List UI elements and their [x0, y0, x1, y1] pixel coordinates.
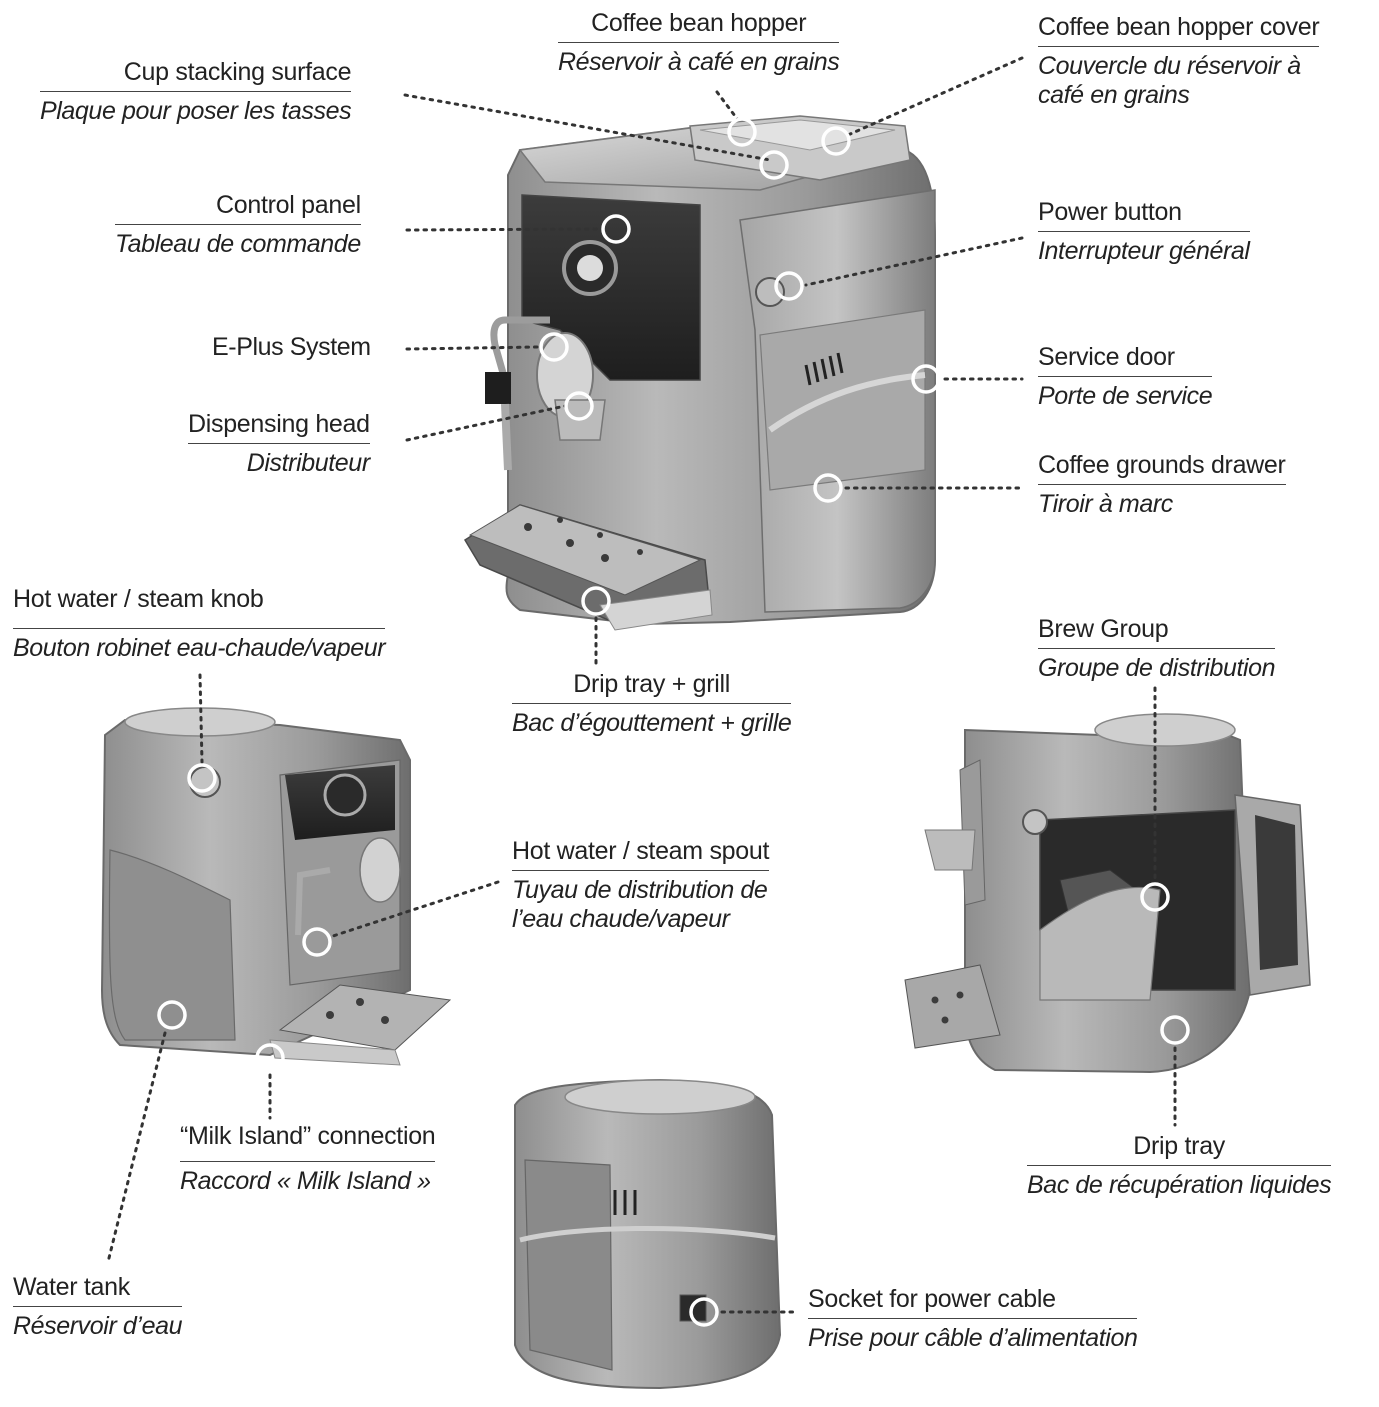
label-power-button-fr: Interrupteur général — [1038, 237, 1250, 266]
label-grounds-drawer-fr: Tiroir à marc — [1038, 490, 1286, 519]
label-power-socket-en: Socket for power cable — [808, 1285, 1137, 1319]
label-drip-tray: Drip tray Bac de récupération liquides — [1027, 1132, 1331, 1200]
label-cup-stacking-en: Cup stacking surface — [40, 58, 351, 92]
label-control-panel-en: Control panel — [115, 191, 361, 225]
label-service-door: Service door Porte de service — [1038, 343, 1212, 411]
label-service-door-en: Service door — [1038, 343, 1212, 377]
main-machine — [465, 116, 935, 630]
label-hopper-fr: Réservoir à café en grains — [558, 48, 839, 77]
label-hopper-cover-en: Coffee bean hopper cover — [1038, 13, 1319, 47]
label-hot-water-knob-en: Hot water / steam knob — [13, 585, 385, 629]
label-dispensing-head-fr: Distributeur — [188, 449, 370, 478]
label-cup-stacking-fr: Plaque pour poser les tasses — [40, 97, 351, 126]
label-eplus: E-Plus System — [212, 333, 371, 362]
label-steam-spout: Hot water / steam spout Tuyau de distrib… — [512, 837, 769, 933]
back-machine — [515, 1080, 780, 1388]
left-machine — [102, 708, 450, 1065]
label-eplus-en: E-Plus System — [212, 333, 371, 362]
label-brew-group: Brew Group Groupe de distribution — [1038, 615, 1275, 683]
label-water-tank-en: Water tank — [13, 1273, 182, 1307]
label-dispensing-head: Dispensing head Distributeur — [188, 410, 370, 478]
label-control-panel: Control panel Tableau de commande — [115, 191, 361, 259]
label-grounds-drawer-en: Coffee grounds drawer — [1038, 451, 1286, 485]
label-power-socket: Socket for power cable Prise pour câble … — [808, 1285, 1137, 1353]
label-water-tank: Water tank Réservoir d’eau — [13, 1273, 182, 1341]
label-power-socket-fr: Prise pour câble d’alimentation — [808, 1324, 1137, 1353]
label-drip-tray-fr: Bac de récupération liquides — [1027, 1171, 1331, 1200]
label-grounds-drawer: Coffee grounds drawer Tiroir à marc — [1038, 451, 1286, 519]
label-steam-spout-fr-2: l’eau chaude/vapeur — [512, 905, 769, 934]
label-water-tank-fr: Réservoir d’eau — [13, 1312, 182, 1341]
label-brew-group-en: Brew Group — [1038, 615, 1275, 649]
label-brew-group-fr: Groupe de distribution — [1038, 654, 1275, 683]
label-service-door-fr: Porte de service — [1038, 382, 1212, 411]
label-drip-tray-grill-en: Drip tray + grill — [512, 670, 791, 704]
label-milk-island-en: “Milk Island” connection — [180, 1122, 435, 1162]
label-drip-tray-en: Drip tray — [1027, 1132, 1331, 1166]
label-hopper-cover-fr-1: Couvercle du réservoir à — [1038, 52, 1319, 81]
label-drip-tray-grill-fr: Bac d’égouttement + grille — [512, 709, 791, 738]
label-hopper-cover: Coffee bean hopper cover Couvercle du ré… — [1038, 13, 1319, 109]
label-milk-island-fr: Raccord « Milk Island » — [180, 1167, 435, 1196]
label-drip-tray-grill: Drip tray + grill Bac d’égouttement + gr… — [512, 670, 791, 738]
label-hot-water-knob-fr: Bouton robinet eau-chaude/vapeur — [13, 634, 385, 663]
right-machine — [905, 714, 1310, 1072]
label-hot-water-knob: Hot water / steam knob Bouton robinet ea… — [13, 585, 385, 663]
label-power-button: Power button Interrupteur général — [1038, 198, 1250, 266]
label-hopper-cover-fr-2: café en grains — [1038, 81, 1319, 110]
label-control-panel-fr: Tableau de commande — [115, 230, 361, 259]
label-milk-island: “Milk Island” connection Raccord « Milk … — [180, 1122, 435, 1196]
label-hopper: Coffee bean hopper Réservoir à café en g… — [558, 9, 839, 77]
label-power-button-en: Power button — [1038, 198, 1250, 232]
label-cup-stacking: Cup stacking surface Plaque pour poser l… — [40, 58, 351, 126]
label-hopper-en: Coffee bean hopper — [558, 9, 839, 43]
label-steam-spout-en: Hot water / steam spout — [512, 837, 769, 871]
label-steam-spout-fr-1: Tuyau de distribution de — [512, 876, 769, 905]
label-dispensing-head-en: Dispensing head — [188, 410, 370, 444]
